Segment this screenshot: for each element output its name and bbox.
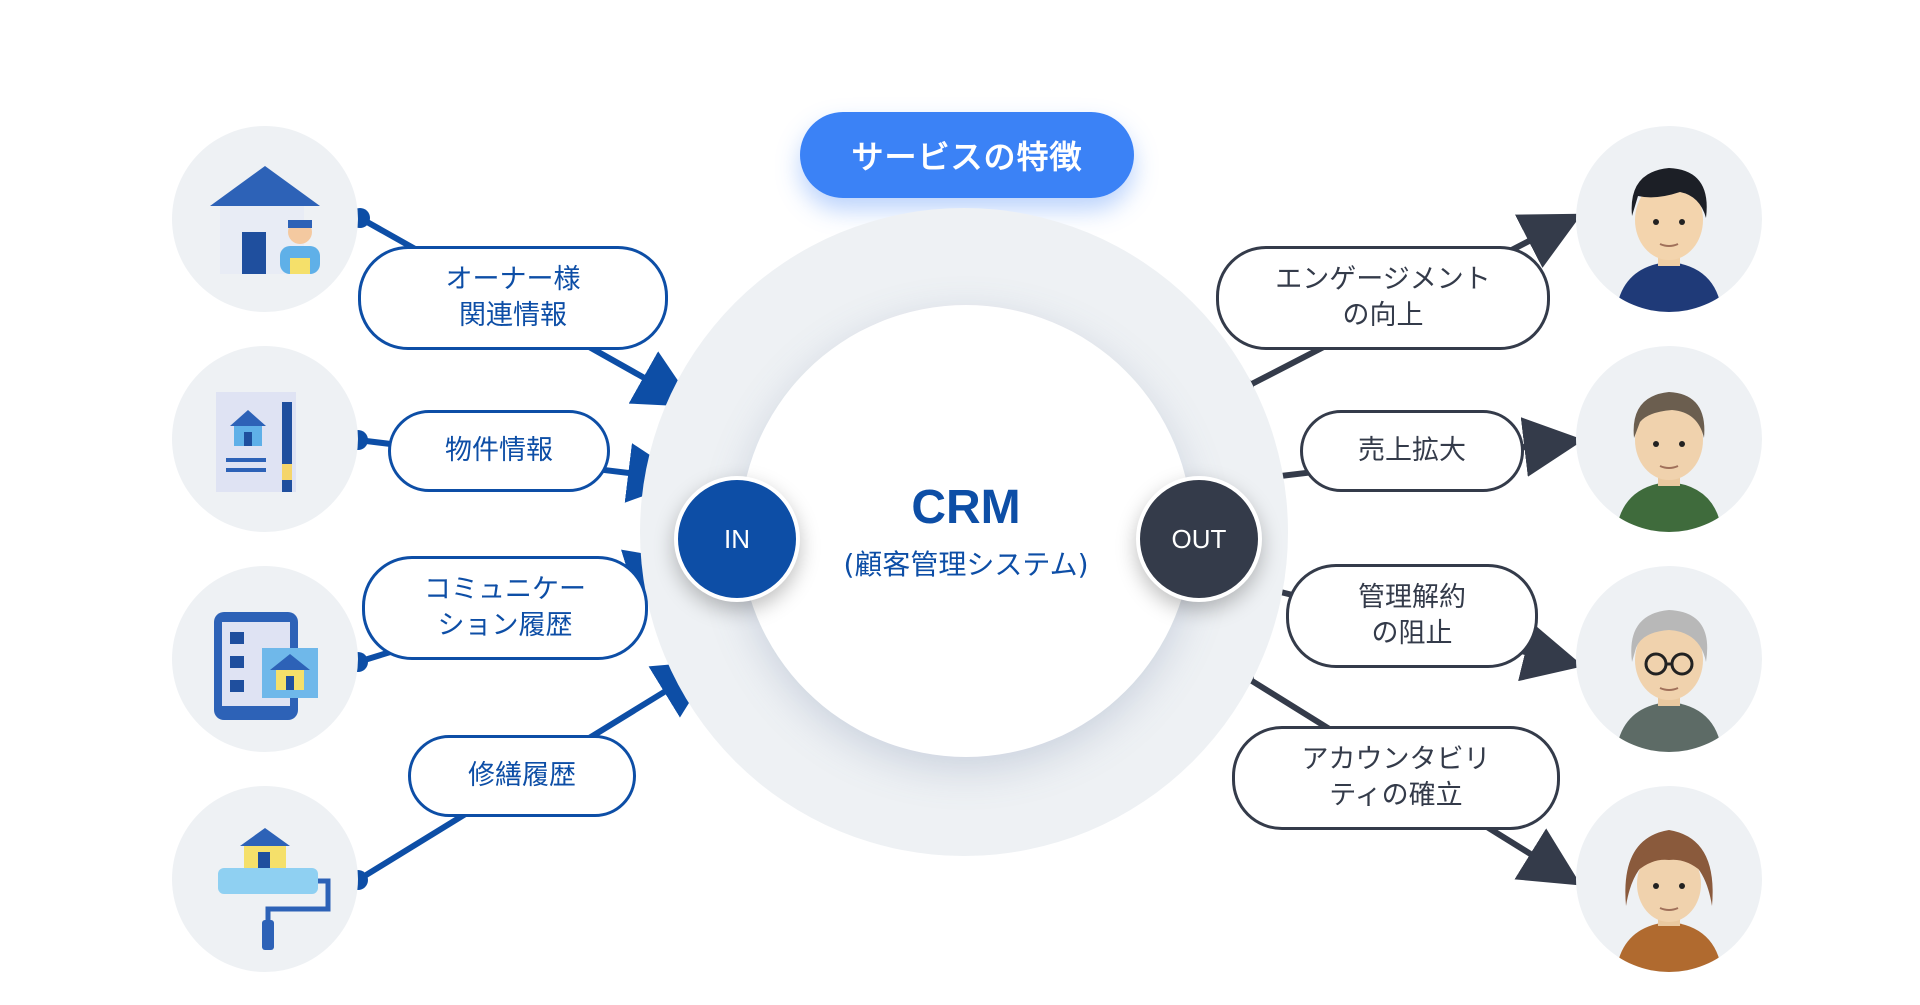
middle-aged-man-avatar-icon [1576,346,1762,532]
input-label-1: オーナー様 関連情報 [358,246,668,350]
elderly-woman-avatar-icon [1576,786,1762,972]
output-label-2: 売上拡大 [1300,410,1524,492]
header-title: サービスの特徴 [800,112,1134,198]
crm-core: CRM (顧客管理システム) [740,305,1192,757]
input-label-2: 物件情報 [388,410,610,492]
young-man-avatar-icon [1576,126,1762,312]
output-label-3: 管理解約 の阻止 [1286,564,1538,668]
output-label-1: エンゲージメント の向上 [1216,246,1550,350]
input-label-4: 修繕履歴 [408,735,636,817]
crm-title: CRM [911,480,1021,534]
elderly-man-glasses-avatar-icon [1576,566,1762,752]
tablet-house-icon [172,566,358,752]
crm-subtitle: (顧客管理システム) [843,547,1089,581]
in-node: IN [674,476,800,602]
owner-house-icon [172,126,358,312]
out-node: OUT [1136,476,1262,602]
paint-roller-house-icon [172,786,358,972]
property-document-icon [172,346,358,532]
output-label-4: アカウンタビリ ティの確立 [1232,726,1560,830]
input-label-3: コミュニケー ション履歴 [362,556,648,660]
